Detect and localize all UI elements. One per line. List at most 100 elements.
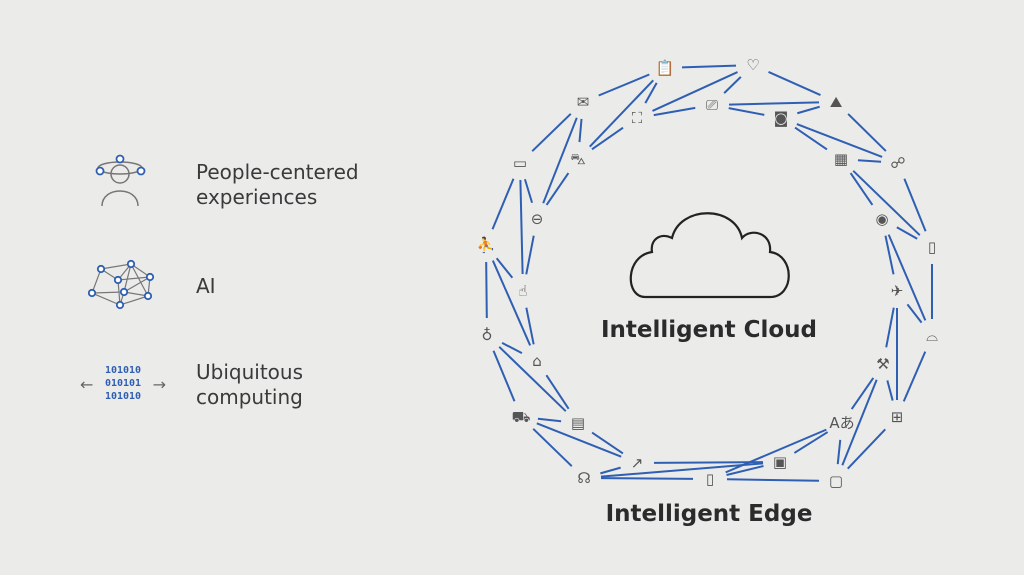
connector-line (841, 379, 878, 466)
right-arrow-icon: → (152, 375, 166, 394)
binary-row: 101010 (104, 365, 142, 376)
connector-line (519, 179, 524, 275)
map-icon: ⛰ (830, 93, 843, 111)
calendar-icon: ▦ (834, 150, 848, 168)
connector-line (598, 73, 650, 97)
headset-icon: ⊖ (531, 210, 544, 228)
airplane-icon: ✈ (891, 282, 904, 300)
connector-line (836, 439, 842, 465)
game-controller-icon: ⌓ (926, 327, 938, 345)
left-arrow-icon: ← (80, 375, 94, 394)
connector-line (491, 260, 532, 346)
connector-line (903, 178, 927, 232)
smart-bulb-icon: ♁ (482, 326, 493, 344)
connector-line (726, 478, 820, 482)
camera-icon: ◙ (774, 109, 789, 127)
connector-line (902, 351, 927, 402)
connector-line (589, 79, 654, 148)
connector-line (501, 341, 523, 355)
devices-icon: ⎚ (706, 96, 718, 114)
connector-line (591, 126, 624, 151)
mail-icon: ✉ (577, 93, 590, 111)
connector-line (545, 172, 570, 206)
connector-line (847, 113, 887, 152)
connector-line (545, 374, 570, 410)
connector-line (523, 178, 534, 204)
connector-line (681, 64, 737, 69)
eye-icon: ◉ (875, 210, 888, 228)
locked-document-icon: ▢ (829, 472, 843, 490)
connector-line (728, 107, 765, 116)
connector-line (887, 234, 927, 321)
people-icon: ☍ (890, 154, 905, 172)
legend-label: AI (196, 274, 216, 298)
translate-icon: Aあ (829, 414, 854, 432)
connector-line (885, 307, 895, 348)
connector-line (495, 257, 514, 279)
legend-label: Ubiquitous (196, 360, 303, 384)
touch-pointer-icon: ☝ (518, 282, 527, 300)
shopping-cart-icon: ⛟ (512, 408, 531, 426)
connector-line (531, 113, 572, 152)
legend-label: computing (196, 385, 303, 409)
connector-line (525, 235, 535, 275)
connector-line (600, 477, 694, 480)
connector-line (906, 303, 923, 324)
smart-speaker-icon: ▯ (928, 238, 936, 256)
clipboard-icon: 📋 (656, 59, 675, 77)
heart-icon: ♡ (746, 56, 759, 74)
contact-card-icon: ▤ (571, 414, 585, 432)
trend-line-icon: ↗ (631, 454, 644, 472)
connector-line (884, 235, 895, 275)
connector-line (537, 417, 562, 423)
face-scan-icon: ⛶ (632, 109, 643, 127)
connector-line (768, 71, 821, 96)
connector-line (485, 261, 488, 319)
connector-line (491, 178, 515, 230)
cloud-icon (629, 212, 790, 299)
connector-line (728, 101, 820, 106)
connector-line (532, 428, 573, 467)
motion-tracking-icon: ⛹ (477, 235, 496, 254)
connector-line (492, 350, 516, 402)
binary-row: 101010 (104, 391, 142, 402)
connector-line (600, 466, 621, 475)
laptop-icon: ▭ (513, 154, 527, 172)
factory-icon: ⌂ (532, 352, 542, 370)
connector-line (793, 431, 829, 454)
connector-line (653, 461, 764, 464)
connector-line (498, 346, 567, 412)
connector-line (896, 226, 918, 240)
connector-line (525, 307, 535, 345)
connector-line (852, 170, 921, 236)
legend-label: experiences (196, 185, 318, 209)
connector-line (850, 377, 875, 410)
legend-people-centered: People-centered experiences (196, 160, 359, 210)
connector-line (578, 118, 583, 143)
legend-ubiquitous-computing: Ubiquitous computing (196, 360, 303, 410)
connector-line (591, 431, 624, 455)
voice-icon: ☊ (577, 469, 590, 487)
binary-row: 010101 (104, 378, 142, 389)
connector-line (857, 159, 882, 163)
connector-line (644, 82, 658, 104)
neural-network-icon (88, 259, 155, 310)
connector-line (886, 380, 894, 401)
connector-line (797, 105, 820, 115)
wrench-icon: ⚒ (876, 355, 889, 373)
connector-line (726, 465, 764, 476)
connector-line (847, 428, 886, 470)
connector-line (600, 462, 764, 478)
person-orbit-icon (95, 154, 146, 207)
connector-line (652, 71, 738, 112)
legend-label: People-centered (196, 160, 359, 184)
connector-line (794, 126, 828, 151)
chip-icon: ▣ (773, 453, 787, 471)
intelligent-cloud-label: Intelligent Cloud (600, 317, 818, 343)
car-icon: ⛍ (570, 150, 585, 168)
connector-line (536, 422, 622, 458)
satellite-icon: ⊞ (891, 408, 904, 426)
binary-arrows-icon: ← → 101010 010101 101010 (80, 364, 166, 406)
connector-line (796, 123, 883, 158)
